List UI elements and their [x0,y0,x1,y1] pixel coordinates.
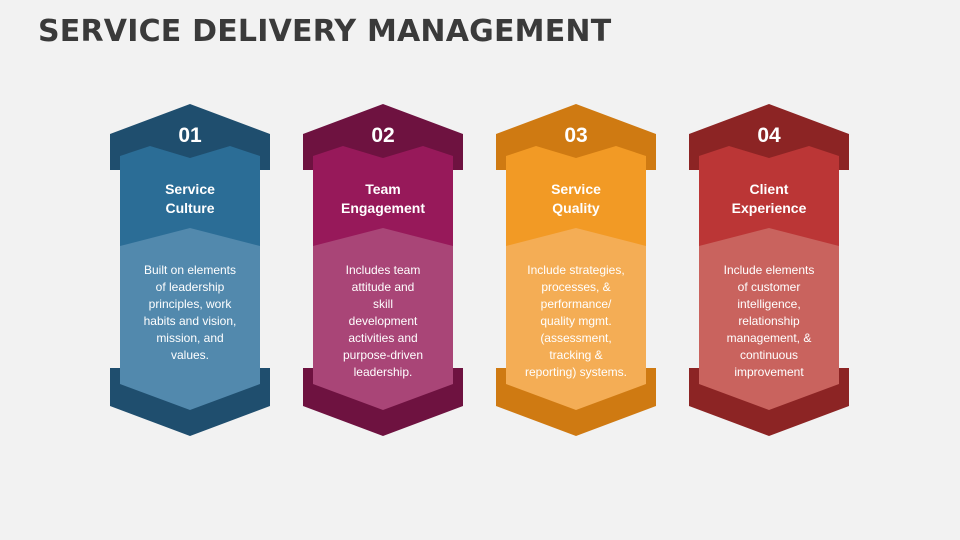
card-team-engagement: 02 Team Engagement Includes team attitud… [303,104,463,436]
card-heading: Team Engagement [323,164,443,234]
card-shape [110,104,270,436]
page-title: SERVICE DELIVERY MANAGEMENT [38,14,612,49]
card-heading-text: Service Quality [551,181,601,216]
card-shape [689,104,849,436]
card-number: 02 [371,124,395,147]
card-heading: Service Culture [130,164,250,234]
card-shape [303,104,463,436]
card-service-quality: 03 Service Quality Include strategies, p… [496,104,656,436]
card-heading: Service Quality [516,164,636,234]
card-number: 03 [564,124,588,147]
card-heading-text: Service Culture [165,181,215,216]
card-service-culture: 01 Service Culture Built on elements of … [110,104,270,436]
card-number: 04 [757,124,781,147]
card-description: Include strategies, processes, & perform… [524,263,628,379]
card-description: Include elements of customer intelligenc… [723,263,815,379]
card-number: 01 [178,124,202,147]
card-description: Includes team attitude and skill develop… [342,263,424,379]
card-shape [496,104,656,436]
card-heading: Client Experience [709,164,829,234]
card-client-experience: 04 Client Experience Include elements of… [689,104,849,436]
card-description: Built on elements of leadership principl… [143,263,237,362]
card-heading-text: Team Engagement [340,181,425,216]
card-heading-text: Client Experience [731,181,807,216]
